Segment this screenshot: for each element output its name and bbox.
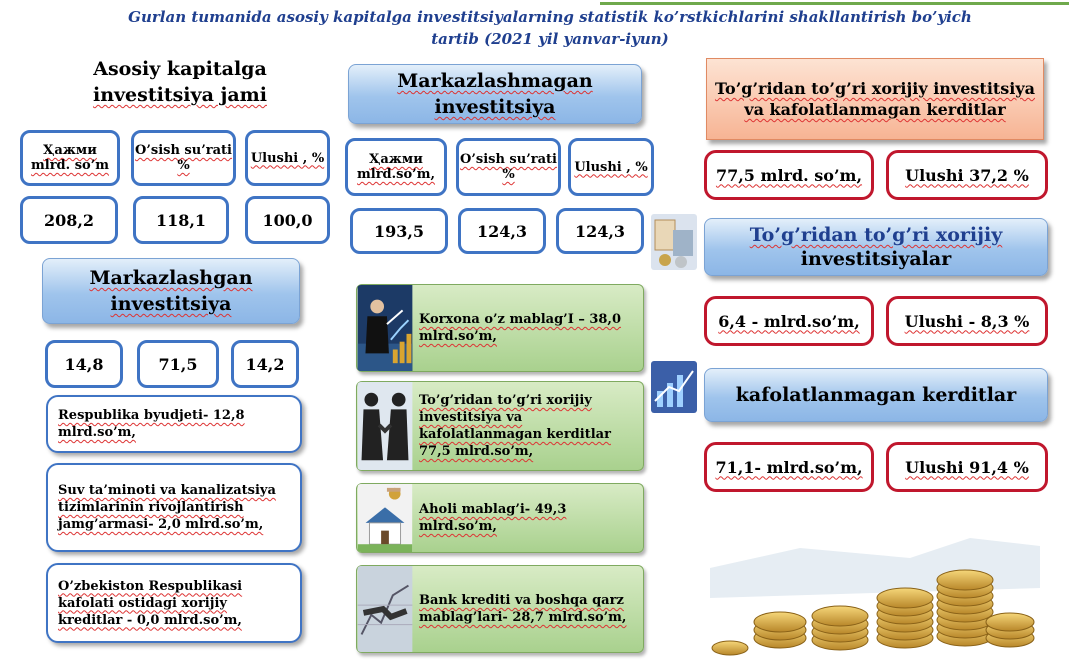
centralized-item-foreign-credits: O’zbekiston Respublikasi kafolati ostida…: [46, 563, 302, 643]
decentralized-item-own-funds: Korxona o’z mablag’I – 38,0 mlrd.so’m,: [356, 284, 644, 372]
fdi-total-heading: To’g’ridan to’g’ri xorijiy investitsiya …: [706, 58, 1044, 140]
decentralized-growth-value: 124,3: [458, 208, 546, 254]
title-line-2: tartib (2021 yil yanvar-iyun): [431, 30, 669, 48]
fdi-total-share: Ulushi 37,2 %: [886, 150, 1048, 200]
total-growth-header: O’sish su’rati %: [131, 130, 236, 186]
finance-handshake-icon: [357, 566, 413, 652]
total-growth-value: 118,1: [133, 196, 229, 244]
house-coin-icon: [357, 484, 413, 552]
total-volume-header: Ҳажми mlrd. so’m: [20, 130, 120, 186]
decentralized-volume-header: Ҳажми mlrd.so’m,: [345, 138, 447, 196]
businessman-chart-icon: [357, 285, 413, 371]
foreign-investment-text: To’g’ridan to’g’ri xorijiy investitsiya …: [419, 393, 611, 459]
fdi-total-value: 77,5 mlrd. so’m,: [704, 150, 874, 200]
centralized-growth-value: 71,5: [137, 340, 219, 388]
credits-banner: kafolatlanmagan kerditlar: [704, 368, 1048, 422]
total-heading-line-2: investitsiya jami: [92, 84, 267, 106]
centralized-item-water-fund: Suv ta’minoti va kanalizatsiya tizimlari…: [46, 463, 302, 552]
decentralized-item-bank-credit: Bank krediti va boshqa qarz mablag’lari-…: [356, 565, 644, 653]
bank-credit-text: Bank krediti va boshqa qarz mablag’lari-…: [419, 593, 627, 625]
title-line-1: Gurlan tumanida asosiy kapitalga investi…: [128, 8, 972, 26]
population-funds-text: Aholi mablag’i- 49,3 mlrd.so’m,: [419, 502, 567, 534]
own-funds-text: Korxona o’z mablag’I – 38,0 mlrd.so’m,: [419, 312, 622, 344]
centralized-banner: Markazlashgan investitsiya: [42, 258, 300, 324]
top-divider: [600, 2, 1069, 5]
credits-share: Ulushi 91,4 %: [886, 442, 1048, 492]
decentralized-share-value: 124,3: [556, 208, 644, 254]
fdi-heading-line-1: To’g’ridan to’g’ri xorijiy: [749, 224, 1003, 246]
money-calculator-icon: [651, 214, 697, 270]
decentralized-item-population-funds: Aholi mablag’i- 49,3 mlrd.so’m,: [356, 483, 644, 553]
decentralized-banner: Markazlashmagan investitsiya: [348, 64, 642, 124]
business-chart-icon: [651, 361, 697, 413]
total-share-value: 100,0: [245, 196, 330, 244]
fdi-heading-line-2: investitsiyalar: [800, 248, 952, 270]
decentralized-share-header: Ulushi , %: [568, 138, 654, 196]
centralized-item-budget: Respublika byudjeti- 12,8 mlrd.so’m,: [46, 395, 302, 453]
total-volume-value: 208,2: [20, 196, 118, 244]
handshake-icon: [357, 382, 413, 470]
fdi-share: Ulushi - 8,3 %: [886, 296, 1048, 346]
page-title: Gurlan tumanida asosiy kapitalga investi…: [100, 6, 1000, 50]
coins-illustration: [710, 528, 1040, 660]
centralized-volume-value: 14,8: [45, 340, 123, 388]
fdi-value: 6,4 - mlrd.so’m,: [704, 296, 874, 346]
total-heading-line-1: Asosiy kapitalga: [93, 58, 267, 80]
total-share-header: Ulushi , %: [245, 130, 330, 186]
decentralized-item-foreign-investment: To’g’ridan to’g’ri xorijiy investitsiya …: [356, 381, 644, 471]
credits-value: 71,1- mlrd.so’m,: [704, 442, 874, 492]
total-heading: Asosiy kapitalga investitsiya jami: [55, 56, 305, 108]
fdi-banner: To’g’ridan to’g’ri xorijiy investitsiyal…: [704, 218, 1048, 276]
centralized-share-value: 14,2: [231, 340, 299, 388]
decentralized-growth-header: O’sish su’rati %: [456, 138, 561, 196]
decentralized-volume-value: 193,5: [350, 208, 448, 254]
